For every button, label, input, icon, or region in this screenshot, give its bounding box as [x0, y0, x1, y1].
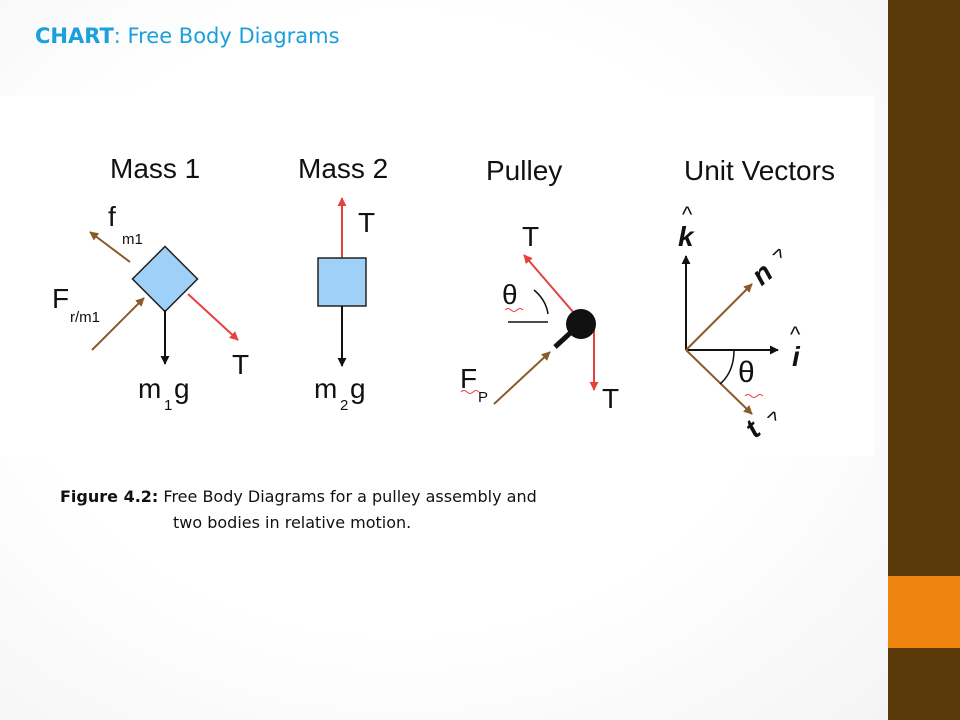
mass1-block	[131, 245, 199, 313]
caption-line2: two bodies in relative motion.	[173, 513, 412, 532]
friction-subscript: m1	[122, 231, 143, 248]
mass1-heading: Mass 1	[110, 153, 200, 184]
friction-arrow	[89, 231, 131, 263]
n-vector-arrow	[685, 283, 753, 351]
mass1-weight-label: m	[138, 373, 161, 404]
mass2-weight-subscript: 2	[340, 397, 348, 414]
pulley-theta-label: θ	[502, 279, 518, 310]
decorative-side-bar-accent	[888, 576, 960, 648]
mass2-weight-label: m	[314, 373, 337, 404]
reaction-force-arrow	[91, 297, 145, 351]
n-hat-mark: ^	[768, 243, 787, 270]
free-body-diagram-figure: Mass 1 f m1 F r/m1 m 1 g T Mass 2 T m 2 …	[52, 153, 835, 444]
pulley-wheel	[566, 309, 596, 339]
pulley-angle-arc	[533, 289, 549, 315]
unit-vector-theta-label: θ	[738, 356, 755, 389]
caption-label: Figure 4.2:	[60, 487, 159, 506]
mass1-tension-arrow	[187, 293, 239, 341]
mass1-weight-g: g	[174, 373, 190, 404]
slide-title: CHART: Free Body Diagrams	[35, 24, 340, 48]
pulley-force-subscript: P	[478, 389, 488, 406]
pulley-tension-top-label: T	[522, 221, 539, 252]
k-label: k	[678, 221, 695, 252]
unit-vectors-diagram: Unit Vectors ^ k ^ n ^ i θ ^ t	[678, 155, 835, 444]
mass1-diagram: Mass 1 f m1 F r/m1 m 1 g T	[52, 153, 249, 414]
figure-caption: Figure 4.2: Free Body Diagrams for a pul…	[60, 484, 680, 536]
mass2-diagram: Mass 2 T m 2 g	[298, 153, 388, 414]
reaction-force-label: F	[52, 283, 69, 314]
figure-panel: Mass 1 f m1 F r/m1 m 1 g T Mass 2 T m 2 …	[0, 96, 874, 456]
mass2-heading: Mass 2	[298, 153, 388, 184]
t-vector-arrow	[685, 349, 753, 415]
pulley-force-squiggle	[460, 390, 480, 394]
pulley-theta-squiggle	[504, 308, 524, 312]
pulley-force-label: F	[460, 363, 477, 394]
pulley-force-arrow	[493, 351, 551, 405]
pulley-tension-top-arrow	[523, 254, 581, 321]
i-hat-mark: ^	[790, 322, 801, 347]
slide-title-bold: CHART	[35, 24, 114, 48]
unit-vector-angle-arc	[719, 349, 735, 385]
unit-vectors-heading: Unit Vectors	[684, 155, 835, 186]
caption-line1: Free Body Diagrams for a pulley assembly…	[158, 487, 537, 506]
t-hat-mark: ^	[762, 405, 781, 432]
i-label: i	[792, 341, 801, 372]
reaction-force-subscript: r/m1	[70, 309, 100, 326]
friction-label: f	[108, 201, 116, 232]
mass1-weight-subscript: 1	[164, 397, 172, 414]
pulley-diagram: Pulley T θ F P T	[460, 155, 619, 414]
mass2-weight-g: g	[350, 373, 366, 404]
slide-title-rest: : Free Body Diagrams	[113, 24, 340, 48]
unit-vector-theta-squiggle	[744, 394, 764, 398]
k-hat-mark: ^	[682, 202, 693, 227]
mass2-tension-label: T	[358, 207, 375, 238]
pulley-heading: Pulley	[486, 155, 562, 186]
mass1-tension-label: T	[232, 349, 249, 380]
mass2-block	[317, 257, 367, 307]
pulley-tension-bottom-label: T	[602, 383, 619, 414]
